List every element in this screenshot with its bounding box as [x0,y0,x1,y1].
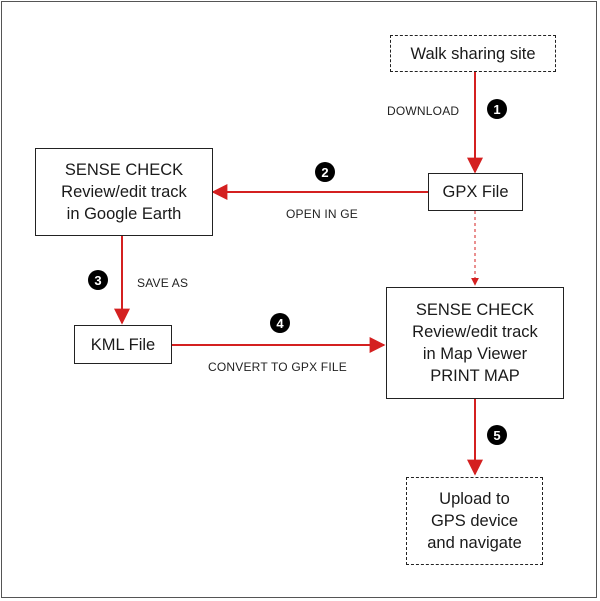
node-label: PRINT MAP [430,367,520,385]
node-label: in Map Viewer [422,345,528,363]
step-badge-5: 5 [487,425,507,445]
step-badge-1: 1 [487,99,507,119]
download-label: DOWNLOAD [387,104,460,118]
step-badge-3: 3 [88,270,108,290]
node-label: SENSE CHECK [415,301,535,319]
open-in-ge-label: OPEN IN GE [286,207,359,221]
node-label: in Google Earth [66,205,182,223]
node-label: GPS device [430,512,519,530]
node-walk-sharing-site: Walk sharing site [390,35,556,72]
convert-label: CONVERT TO GPX FILE [208,360,347,374]
node-label: GPX File [442,183,509,201]
node-sense-check-map-viewer: SENSE CHECK Review/edit track in Map Vie… [386,287,564,399]
step-badge-2: 2 [315,162,335,182]
step-badge-4: 4 [270,313,290,333]
node-label: and navigate [427,534,522,552]
node-label: Review/edit track [412,323,538,341]
save-as-label: SAVE AS [137,276,189,290]
node-kml-file: KML File [74,325,172,364]
node-label: SENSE CHECK [64,161,184,179]
node-label: Upload to [439,490,510,508]
node-label: Walk sharing site [410,44,536,63]
node-upload-gps-device: Upload to GPS device and navigate [406,477,543,565]
node-label: KML File [90,335,156,354]
node-sense-check-google-earth: SENSE CHECK Review/edit track in Google … [35,148,213,236]
node-gpx-file: GPX File [428,173,523,211]
node-label: Review/edit track [61,183,187,201]
